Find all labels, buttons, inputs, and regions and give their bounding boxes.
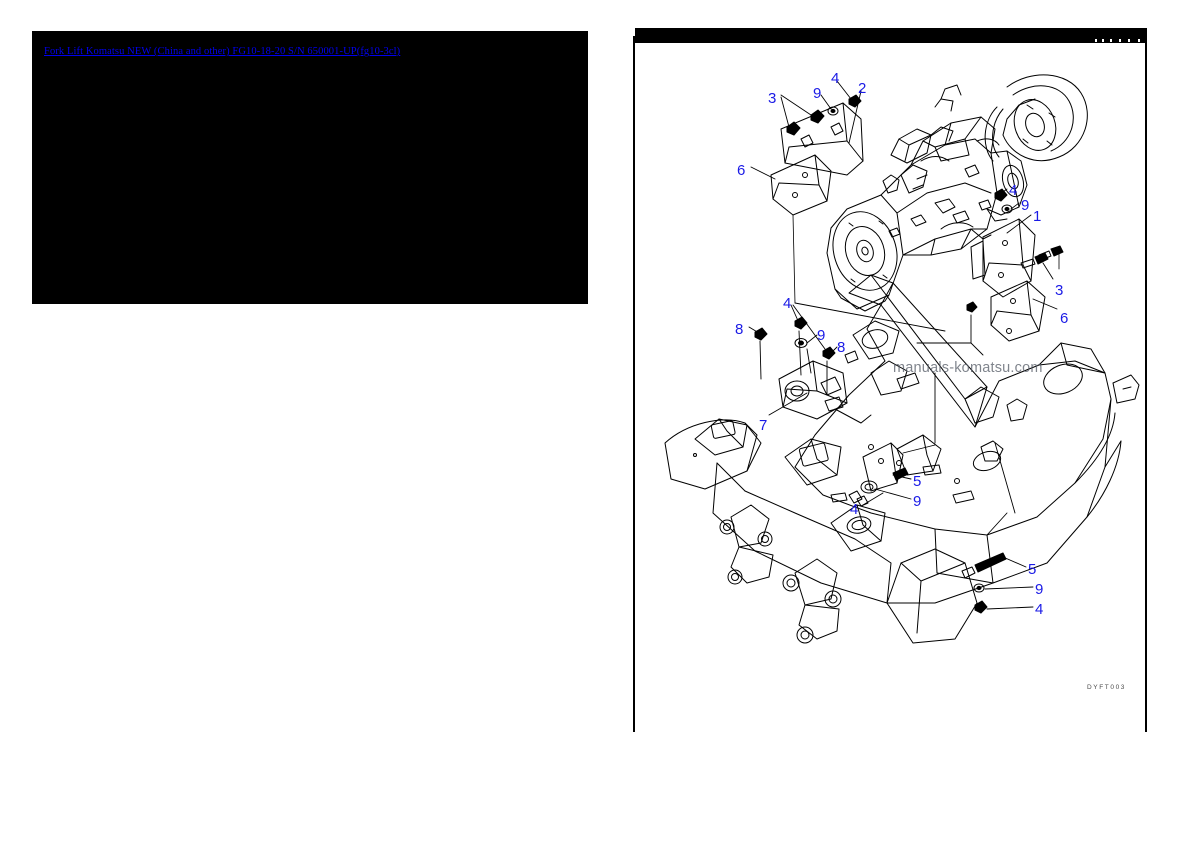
engine-assembly-drawing [826, 74, 1088, 312]
chassis-frame-drawing [664, 274, 1140, 644]
callout-5-bottom-right: 5 [1028, 561, 1037, 578]
callout-5-mid: 5 [913, 473, 922, 490]
callout-6-left: 6 [737, 162, 746, 179]
callout-9-mid: 9 [913, 493, 922, 510]
watermark: manuals-komatsu.com [893, 360, 1043, 376]
callout-3-right: 3 [1055, 282, 1064, 299]
diagram-stage: 3 9 4 2 6 4 9 1 3 6 4 8 9 8 7 5 9 4 5 9 … [635, 43, 1145, 703]
fastener-parts [754, 94, 1064, 614]
callout-7: 7 [759, 417, 768, 434]
callout-9-upper-left: 9 [813, 85, 822, 102]
callout-9-lower-left: 9 [817, 327, 826, 344]
catalog-preview-panel: Fork Lift Komatsu NEW (China and other) … [32, 31, 588, 304]
callout-9-bottom-right: 9 [1035, 581, 1044, 598]
diagram-border-right [1145, 36, 1147, 732]
callout-9-right: 9 [1021, 197, 1030, 214]
callout-4-lower-left: 4 [783, 295, 792, 312]
diagram-border-left [633, 36, 635, 732]
callout-leader-lines [748, 80, 1058, 610]
callout-8-right: 8 [837, 339, 846, 356]
mount-bracket-parts [770, 102, 1046, 507]
exploded-view-drawing [664, 74, 1140, 644]
callout-1-right: 1 [1033, 208, 1042, 225]
diagram-header-bar [635, 28, 1147, 43]
callout-4-upper-left: 4 [831, 70, 840, 87]
callout-3-upper-left: 3 [768, 90, 777, 107]
callout-4-right: 4 [1009, 182, 1018, 199]
callout-4-mid: 4 [850, 501, 859, 518]
header-tick-marks [1095, 39, 1145, 42]
callout-6-right: 6 [1060, 310, 1069, 327]
callout-8-left: 8 [735, 321, 744, 338]
callout-4-bottom-right: 4 [1035, 601, 1044, 618]
catalog-link[interactable]: Fork Lift Komatsu NEW (China and other) … [44, 46, 401, 57]
parts-diagram-panel: 3 9 4 2 6 4 9 1 3 6 4 8 9 8 7 5 9 4 5 9 … [633, 28, 1147, 732]
callout-2-upper: 2 [858, 80, 867, 97]
figure-code: DYFT003 [1087, 684, 1127, 691]
